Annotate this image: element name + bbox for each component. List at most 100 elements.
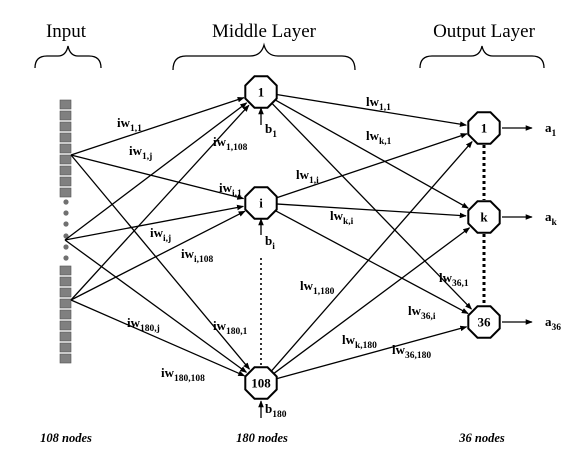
node-octagon bbox=[244, 366, 278, 400]
output-node-label: k bbox=[480, 210, 488, 225]
layer-weight-label: lw1,1 bbox=[366, 94, 391, 113]
output-layer-node: k bbox=[467, 200, 501, 234]
input-weight-label: iwi,1 bbox=[219, 180, 242, 199]
input-weight-label: iw1,1 bbox=[117, 115, 142, 134]
input-weight-label: iw180,j bbox=[127, 315, 160, 334]
middle-node-label: i bbox=[259, 196, 263, 211]
layer-weight-label: lw36,1 bbox=[439, 270, 469, 289]
layer-weight-edge bbox=[275, 93, 467, 127]
input-ellipsis-dot bbox=[63, 233, 69, 239]
input-weight-edge bbox=[64, 102, 248, 241]
layer-weight-label: lw1,180 bbox=[300, 278, 335, 297]
middle-node-label: 108 bbox=[251, 376, 271, 391]
output-activation-label: a1 bbox=[545, 120, 557, 139]
input-node-square bbox=[59, 320, 72, 331]
output-activation-label: ak bbox=[545, 209, 558, 228]
input-node-square bbox=[59, 121, 72, 132]
input-node-square bbox=[59, 165, 72, 176]
input-node-square bbox=[59, 154, 72, 165]
layer-weight-edge bbox=[275, 133, 468, 199]
input-brace bbox=[34, 45, 102, 69]
input-node-square bbox=[59, 265, 72, 276]
layer-weight-edge bbox=[270, 102, 472, 310]
middle-node-label: 1 bbox=[258, 85, 265, 100]
input-node-square bbox=[59, 276, 72, 287]
output-layer-node: 36 bbox=[467, 305, 501, 339]
input-node-stack bbox=[59, 99, 72, 364]
node-octagon bbox=[244, 75, 278, 109]
output-layer-node: 1 bbox=[467, 111, 501, 145]
layer-weight-label: lwk,1 bbox=[366, 128, 392, 147]
middle-layer-node: 1 bbox=[244, 75, 278, 109]
middle-to-output-connections bbox=[270, 93, 473, 380]
output-layer-brace bbox=[419, 45, 545, 69]
input-node-square bbox=[59, 176, 72, 187]
output-activation-label: a36 bbox=[545, 314, 561, 333]
middle-layer-header: Middle Layer bbox=[212, 21, 317, 42]
middle-layer-node: 108 bbox=[244, 366, 278, 400]
layer-weight-label: lwk,180 bbox=[342, 332, 377, 351]
input-weight-label: iw1,j bbox=[129, 143, 152, 162]
input-weight-edge bbox=[70, 104, 250, 301]
node-octagon bbox=[244, 186, 278, 220]
input-weight-label: iw180,108 bbox=[161, 365, 205, 384]
middle-layer-node: i bbox=[244, 186, 278, 220]
middle-node-count: 180 nodes bbox=[236, 431, 288, 445]
input-node-square bbox=[59, 342, 72, 353]
input-weight-label: iwi,j bbox=[150, 225, 171, 244]
layer-weight-edge bbox=[272, 227, 471, 375]
input-node-square bbox=[59, 99, 72, 110]
input-ellipsis-dot bbox=[63, 255, 69, 261]
neuron-nodes: 1 i 108 1 k 36 bbox=[244, 75, 501, 400]
node-octagon bbox=[467, 200, 501, 234]
input-to-middle-connections bbox=[64, 96, 250, 377]
layer-weight-label: lw36,i bbox=[408, 303, 436, 322]
input-weight-label: iw180,1 bbox=[213, 318, 248, 337]
input-node-square bbox=[59, 143, 72, 154]
input-node-square bbox=[59, 353, 72, 364]
layer-weight-edge bbox=[273, 209, 469, 315]
input-node-count: 108 nodes bbox=[40, 431, 92, 445]
layer-weight-edge bbox=[275, 203, 467, 219]
input-weight-edge bbox=[70, 210, 246, 301]
input-weight-edge bbox=[70, 299, 246, 377]
node-octagon bbox=[467, 111, 501, 145]
input-ellipsis-dot bbox=[63, 199, 69, 205]
output-node-label: 36 bbox=[478, 315, 492, 330]
middle-layer-brace bbox=[172, 42, 356, 71]
bias-label: b180 bbox=[265, 401, 287, 420]
node-octagon bbox=[467, 305, 501, 339]
output-node-label: 1 bbox=[481, 121, 488, 136]
input-weight-edge bbox=[70, 96, 245, 156]
input-weight-edge bbox=[70, 154, 245, 200]
input-node-square bbox=[59, 298, 72, 309]
layer-weight-label: lw1,i bbox=[296, 167, 319, 186]
layer-weight-label: lw36,180 bbox=[392, 342, 431, 361]
input-node-square bbox=[59, 287, 72, 298]
input-ellipsis-dot bbox=[63, 210, 69, 216]
output-layer-header: Output Layer bbox=[433, 21, 536, 42]
layer-weight-edge bbox=[273, 98, 469, 209]
input-node-square bbox=[59, 110, 72, 121]
input-node-square bbox=[59, 132, 72, 143]
input-ellipsis-dot bbox=[63, 221, 69, 227]
input-weight-label: iw1,108 bbox=[213, 134, 248, 153]
input-weight-edge bbox=[64, 239, 248, 373]
layer-weight-edge bbox=[275, 325, 468, 380]
output-node-count: 36 nodes bbox=[458, 431, 505, 445]
input-ellipsis-dot bbox=[63, 244, 69, 250]
input-weight-edge bbox=[70, 154, 250, 370]
input-weight-edge bbox=[64, 204, 245, 241]
input-weight-label: iwi,108 bbox=[181, 246, 214, 265]
input-node-square bbox=[59, 187, 72, 198]
layer-weight-label: lwk,i bbox=[330, 208, 354, 227]
input-header: Input bbox=[46, 21, 87, 42]
weight-labels: iw1,1 iw1,j iw1,108 iwi,1 iwi,j iwi,108 iw180,… bbox=[117, 94, 561, 420]
bias-label: bi bbox=[265, 233, 275, 252]
bias-label: b1 bbox=[265, 121, 277, 140]
layer-weight-edge bbox=[270, 141, 473, 373]
input-node-square bbox=[59, 331, 72, 342]
input-node-square bbox=[59, 309, 72, 320]
